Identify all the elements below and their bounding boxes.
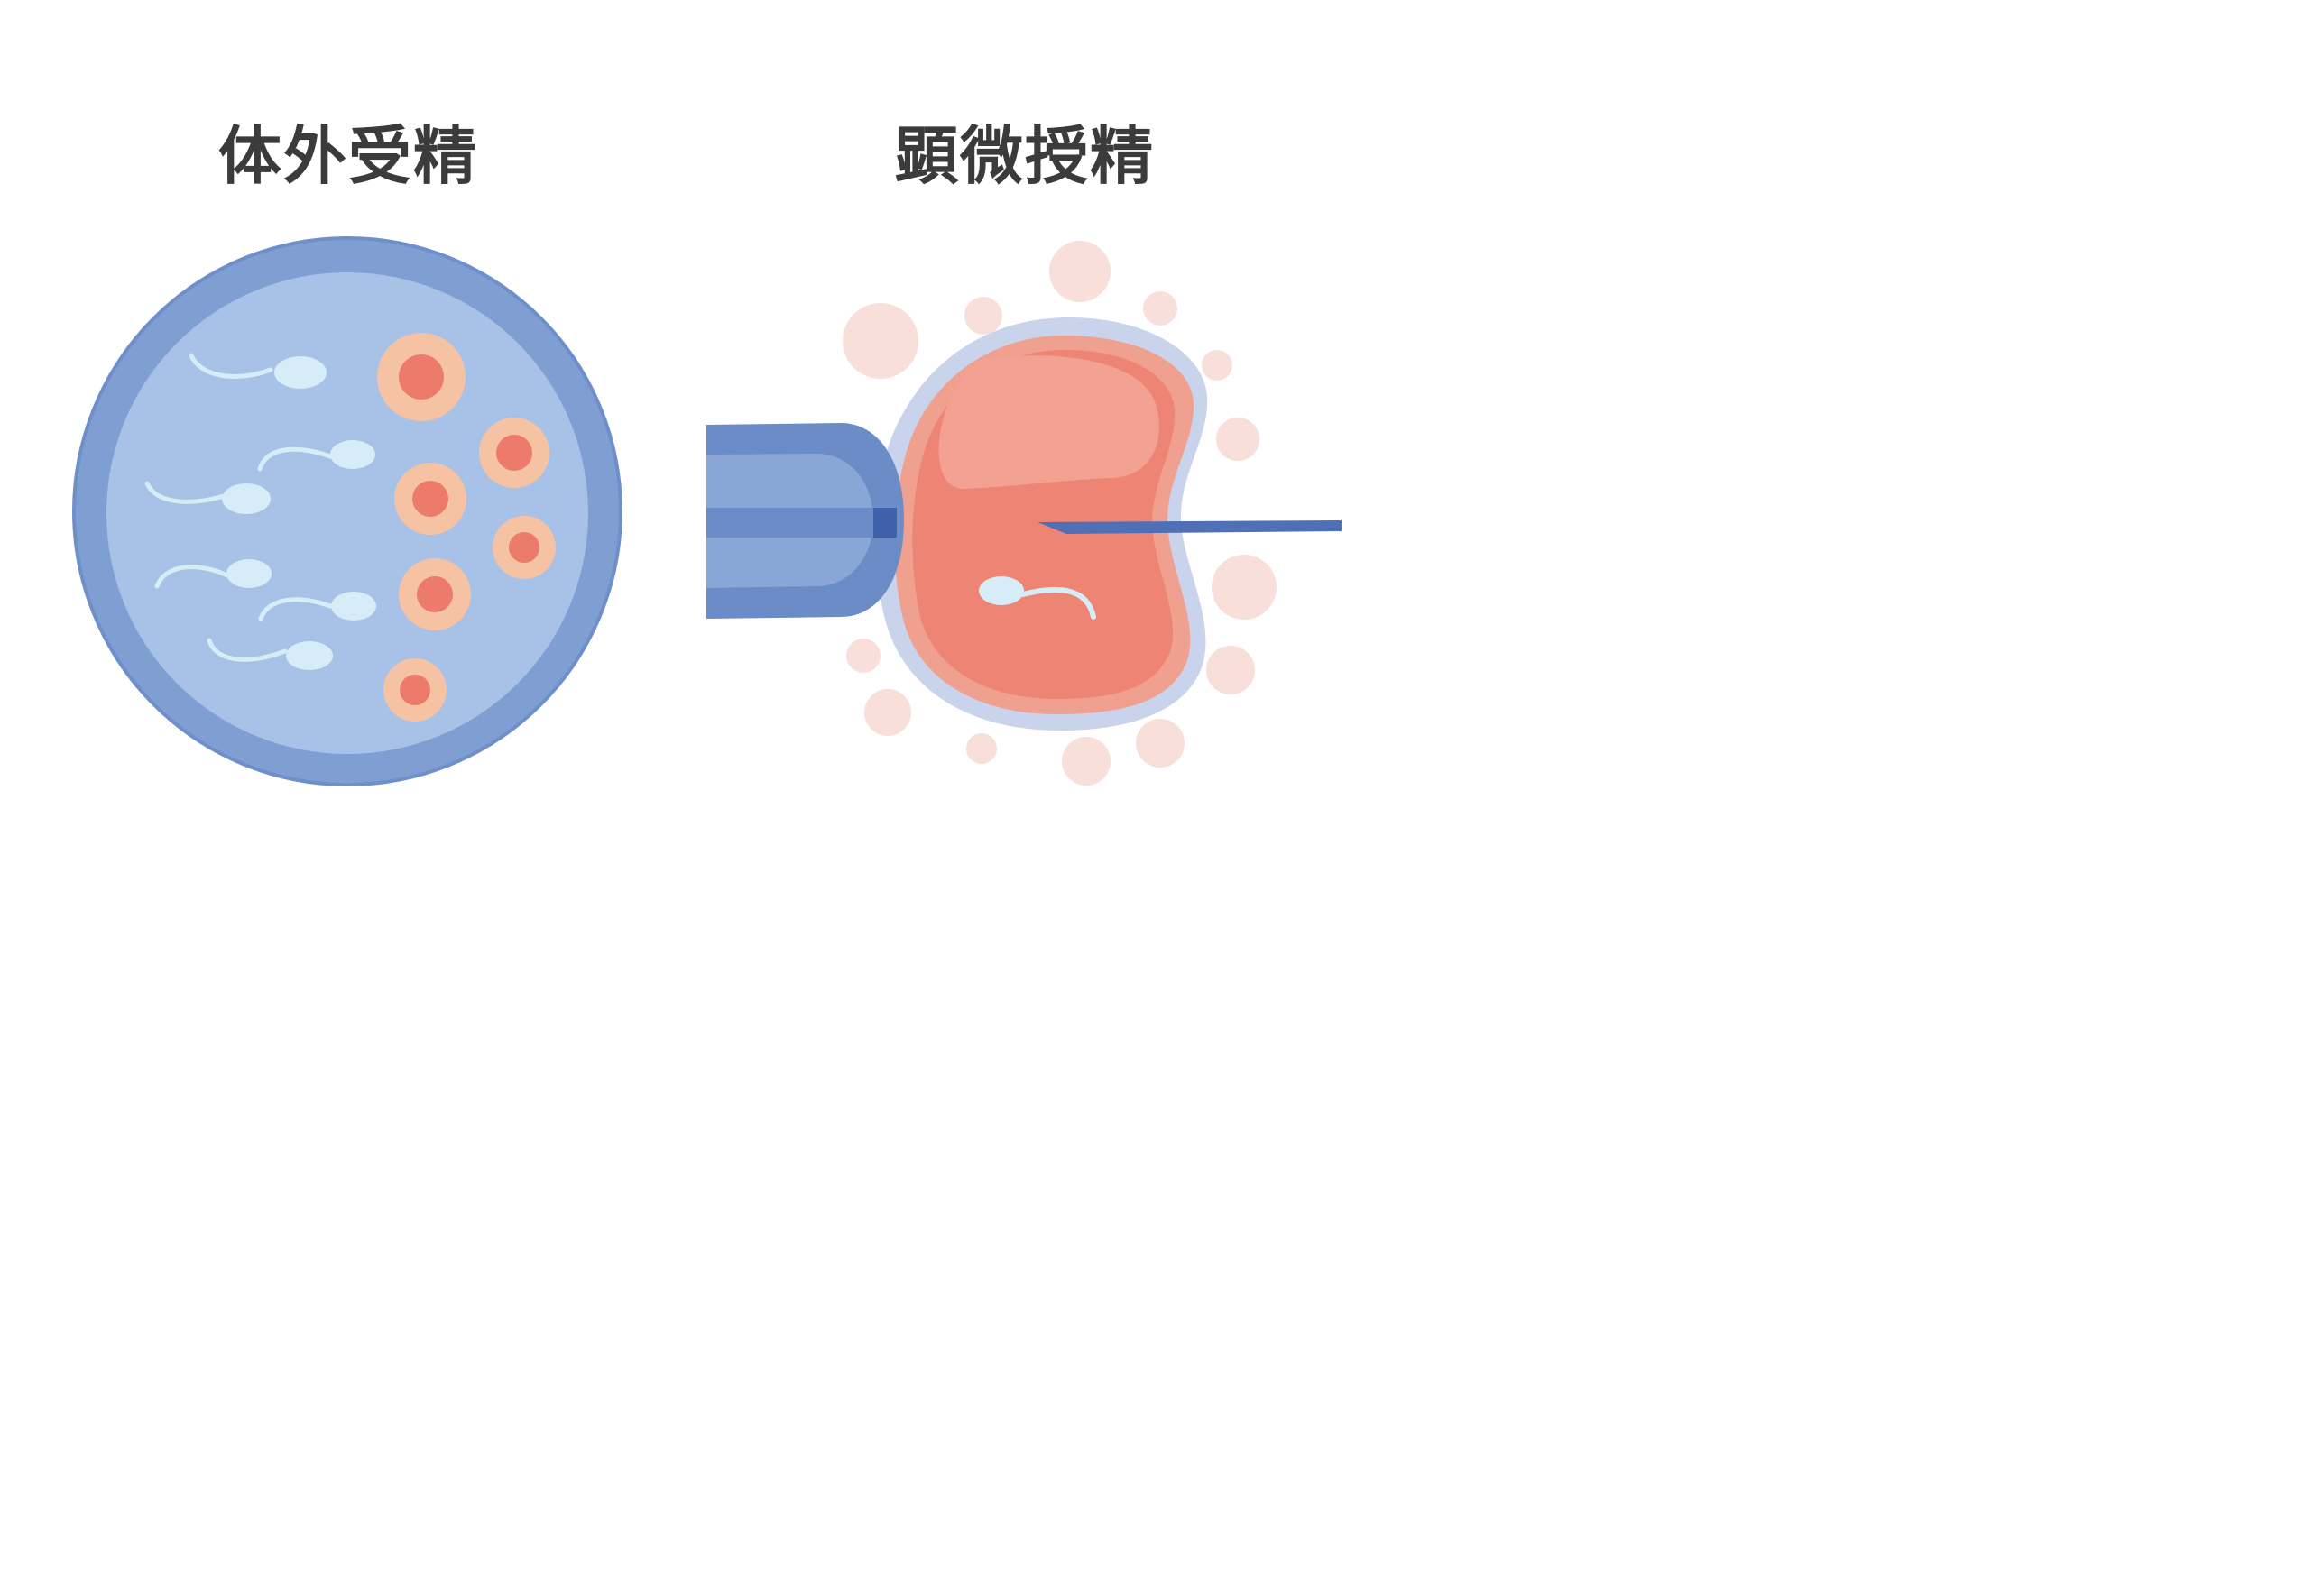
cumulus-cell (966, 733, 997, 764)
polar-region (938, 355, 1159, 490)
cumulus-cell (1062, 737, 1111, 786)
ivf-petri-dish (72, 236, 622, 786)
cumulus-cell (1202, 350, 1232, 381)
dish-culture-medium (106, 272, 588, 754)
egg-cell (383, 658, 447, 722)
icsi-title: 顕微授精 (895, 119, 1155, 193)
cumulus-cell (1212, 555, 1277, 620)
illustration (72, 236, 1342, 786)
ivf-sperm-group (144, 353, 376, 670)
cumulus-cell (964, 297, 1002, 335)
injected-sperm (979, 576, 1096, 620)
cumulus-cell-group (843, 241, 1277, 786)
sperm-cell (207, 638, 333, 670)
egg-cell (394, 463, 466, 535)
cumulus-cell (846, 639, 881, 673)
egg-cell (399, 558, 471, 630)
egg-cell (493, 516, 556, 579)
cumulus-cell (843, 303, 918, 379)
cumulus-cell (1136, 719, 1185, 768)
ivf-title: 体外受精 (218, 119, 478, 193)
sperm-cell (189, 353, 327, 389)
cumulus-cell (1049, 241, 1111, 302)
cumulus-cell (1143, 291, 1177, 326)
sperm-cell (257, 440, 375, 472)
injection-needle (1038, 520, 1342, 534)
sperm-cell (144, 481, 271, 514)
cumulus-cell (1206, 646, 1255, 694)
sperm-cell (258, 592, 376, 621)
egg-cell (479, 418, 549, 488)
holding-pipette (706, 423, 904, 619)
egg-cell (377, 333, 466, 421)
cumulus-cell (1216, 418, 1259, 461)
sperm-cell (154, 559, 272, 589)
ivf-egg-group (377, 333, 556, 722)
cumulus-cell (864, 689, 911, 736)
